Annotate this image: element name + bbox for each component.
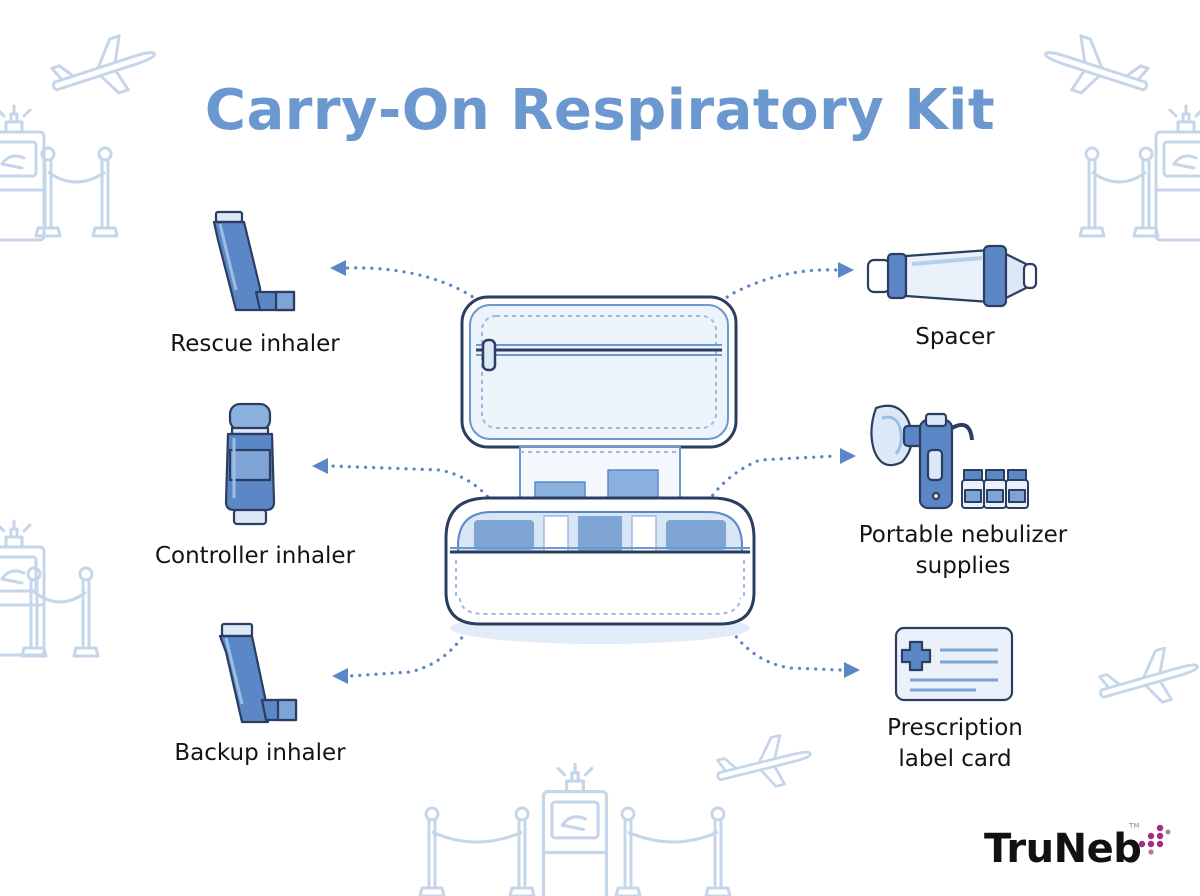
inhaler-icon [212,210,296,312]
rope-barrier-icon [91,146,119,238]
rope-barrier-icon [1091,170,1147,184]
vial-icon [961,469,1029,509]
rescue-inhaler-label: Rescue inhaler [170,331,340,357]
rope-barrier-icon [508,806,536,896]
rope-barrier-icon [418,806,446,896]
arrow-icon [330,260,346,276]
nebulizer-label-line-1: Portable nebulizer [858,522,1068,548]
background-decor [0,25,1200,896]
arrow-icon [688,454,838,540]
arrow-icon [312,458,328,474]
page-title: Carry-On Respiratory Kit [204,78,996,143]
rope-barrier-icon [33,590,87,604]
brand-mark-icon [1138,824,1171,855]
inhaler-icon [224,402,276,526]
backup-inhaler-label: Backup inhaler [174,740,346,766]
nebulizer-label-line-2: supplies [915,553,1011,579]
spacer-label: Spacer [915,324,995,350]
prescription-card-icon [894,626,1014,702]
rope-barrier-icon [34,146,62,238]
security-scanner-icon [541,762,609,896]
prescription-card-label: Prescription label card [840,713,1070,775]
nebulizer-supplies-label: Portable nebulizer supplies [818,520,1108,582]
brand-logo: TruNeb [984,826,1142,872]
arrow-icon [840,448,856,464]
trademark-mark: TM [1129,822,1140,830]
travel-case-icon [444,295,756,644]
spacer-icon [866,244,1038,308]
inhaler-icon [218,622,298,724]
airplane-icon [1091,639,1200,720]
airplane-icon [710,727,818,801]
arrow-icon [344,266,540,407]
rope-barrier-icon [47,170,106,184]
rope-barrier-icon [72,566,100,658]
arrowheads [312,260,860,684]
arrow-icon [844,662,860,678]
rope-barrier-icon [1132,146,1160,238]
rope-barrier-icon [1078,146,1106,238]
arrow-icon [838,262,854,278]
prescription-label-line-1: Prescription [887,715,1023,741]
prescription-label-line-2: label card [898,746,1012,772]
rope-barrier-icon [704,806,732,896]
arrow-icon [332,668,348,684]
rope-barrier-icon [20,566,48,658]
rope-barrier-icon [614,806,642,896]
controller-inhaler-label: Controller inhaler [154,543,356,569]
nebulizer-icon [870,404,974,510]
